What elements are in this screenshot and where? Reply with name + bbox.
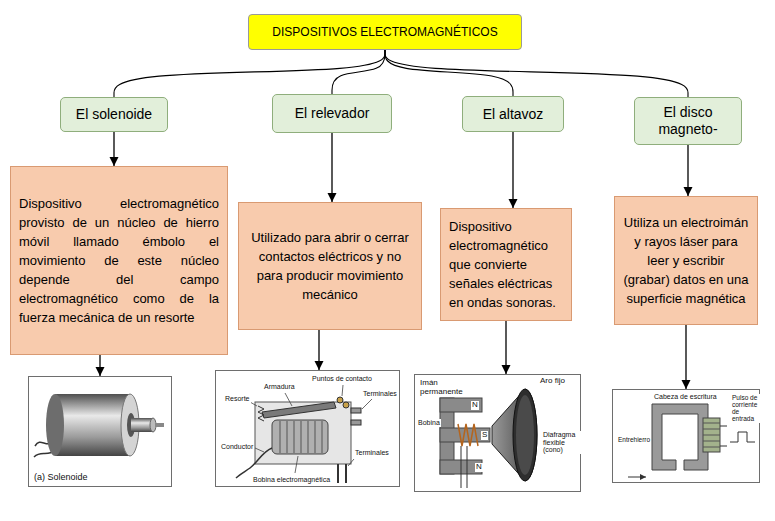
lead-wire	[461, 446, 462, 488]
part-label: (a) Solenoide	[33, 473, 89, 483]
part-label: Puntos de contacto	[311, 375, 373, 383]
node-text: Utiliza un electroimán y rayos láser par…	[623, 213, 749, 308]
terminal	[337, 464, 339, 483]
part-label: Terminales	[362, 390, 398, 398]
part-label: Aro fijo	[539, 377, 566, 386]
spring	[258, 406, 264, 421]
terminal	[351, 420, 361, 425]
fixed-rim	[513, 389, 537, 481]
speaker-illustration	[440, 389, 537, 488]
cone	[492, 389, 537, 481]
head-core	[652, 404, 708, 470]
node-text: El solenoide	[76, 106, 152, 123]
part-label: Diafragma flexible (cono)	[542, 431, 581, 454]
arrow-connector	[512, 132, 513, 208]
part-label: N	[471, 401, 479, 410]
heading-box: El solenoide	[60, 97, 168, 132]
image-frame: Cabeza de escritura Pulso de corriente de…	[612, 389, 760, 483]
part-label: Imán permanente	[419, 379, 461, 397]
magnet	[440, 398, 482, 412]
motion-arrow	[628, 477, 646, 478]
description-box: Utilizado para abrir o cerrar contactos …	[238, 202, 422, 330]
coil-windings	[280, 421, 322, 453]
part-label: Conductor	[220, 443, 254, 451]
plunger-pin	[155, 423, 164, 427]
brace-connector	[385, 50, 513, 96]
node-text: DISPOSITIVOS ELECTROMAGNÉTICOS	[272, 25, 497, 40]
node-text: El altavoz	[483, 106, 544, 123]
node-text: Utilizado para abrir o cerrar contactos …	[247, 228, 413, 304]
solenoid-body	[55, 394, 130, 456]
part-label: Bobina electromagnética	[252, 476, 331, 484]
part-label: N	[475, 463, 483, 472]
brace-connector	[332, 50, 385, 94]
relay-frame	[255, 402, 351, 464]
part-label: Resorte	[224, 395, 251, 403]
contact-point	[343, 402, 349, 408]
node-text: Dispositivo electromagnético provisto de…	[19, 194, 219, 327]
solenoid-end	[46, 394, 64, 456]
heading-box: El altavoz	[462, 96, 564, 132]
image-frame: (a) Solenoide	[28, 376, 172, 487]
image-frame: Puntos de contactoArmaduraResorteTermina…	[215, 370, 400, 487]
brace-connector	[385, 50, 688, 97]
relay-illustration	[236, 385, 372, 483]
armature	[262, 402, 336, 418]
arrow-connector	[685, 325, 686, 389]
part-label: Cabeza de escritura	[653, 393, 718, 401]
arrow-connector	[99, 355, 100, 376]
arrow-connector	[505, 321, 506, 374]
part-label: Terminales	[354, 449, 390, 457]
arrow-connector	[331, 133, 332, 202]
description-box: Utiliza un electroimán y rayos láser par…	[614, 196, 758, 325]
terminal	[351, 408, 361, 413]
relay-coil	[272, 420, 328, 454]
brace-connector	[114, 50, 385, 97]
arrow-connector	[687, 145, 688, 196]
voice-coil	[458, 424, 478, 446]
heading-box: El relevador	[272, 94, 392, 133]
image-frame: Imán permanente Aro fijoN BobinaS N Diafragm…	[414, 374, 581, 492]
cone-face	[516, 395, 534, 475]
part-label: Armadura	[263, 383, 296, 391]
title-box: DISPOSITIVOS ELECTROMAGNÉTICOS	[248, 14, 522, 50]
lead-wire	[720, 426, 727, 427]
description-box: Dispositivo electromagnético que convier…	[440, 208, 572, 321]
heading-box: El disco magneto-	[634, 97, 742, 145]
leader-lines	[250, 385, 372, 473]
description-box: Dispositivo electromagnético provisto de…	[10, 166, 228, 355]
node-text: El relevador	[295, 105, 370, 122]
solenoid-illustration	[34, 394, 164, 457]
lead-wire	[720, 446, 727, 447]
terminal	[345, 464, 347, 483]
arrow-connector	[113, 132, 114, 166]
coil-windings	[703, 423, 720, 447]
part-label: Entrehierro	[617, 436, 651, 443]
lead-wire	[467, 446, 468, 488]
head-coil	[703, 418, 720, 452]
node-text: Dispositivo electromagnético que convier…	[449, 217, 563, 312]
pulse-symbol	[730, 432, 755, 442]
node-text: El disco magneto-	[643, 104, 733, 138]
arrow-connector	[318, 330, 319, 370]
contact-point	[337, 397, 343, 403]
part-label: S	[481, 431, 488, 440]
part-label: Pulso de corriente de entrada	[731, 394, 761, 423]
conductor-wire	[236, 448, 272, 478]
part-label: Bobina	[417, 419, 441, 427]
